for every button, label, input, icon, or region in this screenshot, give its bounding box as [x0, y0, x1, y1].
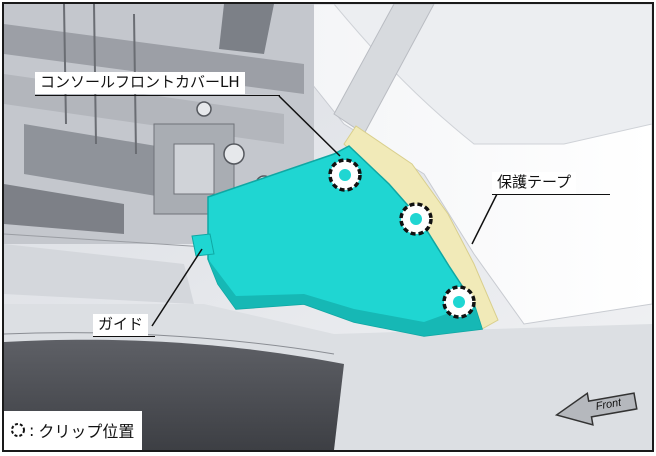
leader-line-tape: [471, 191, 499, 245]
leader-line-console-cover: [278, 95, 341, 157]
front-arrow-icon: Front: [554, 391, 638, 426]
label-guide: ガイド: [93, 314, 149, 336]
cover-lower-shade: [208, 259, 482, 336]
guide-tab: [191, 233, 215, 257]
legend-separator: :: [29, 420, 35, 440]
label-protective-tape: 保護テープ: [492, 172, 577, 194]
leader-line-guide: [151, 248, 203, 327]
label-underline-tape: [492, 194, 610, 195]
clip-symbol-icon: [11, 423, 25, 437]
clip-marker: [442, 285, 476, 319]
clip-marker: [399, 202, 433, 236]
clip-marker: [328, 158, 362, 192]
floor-edge-line: [4, 332, 335, 355]
label-console-front-cover: コンソールフロントカバーLH: [35, 72, 245, 94]
front-label: Front: [595, 396, 623, 412]
console-illustration: [4, 4, 652, 450]
mechanism-assembly: [4, 4, 315, 304]
legend: : クリップ位置: [4, 411, 143, 450]
label-underline-console-cover: [35, 95, 280, 96]
label-underline-guide: [93, 336, 155, 337]
legend-text: クリップ位置: [38, 422, 135, 441]
